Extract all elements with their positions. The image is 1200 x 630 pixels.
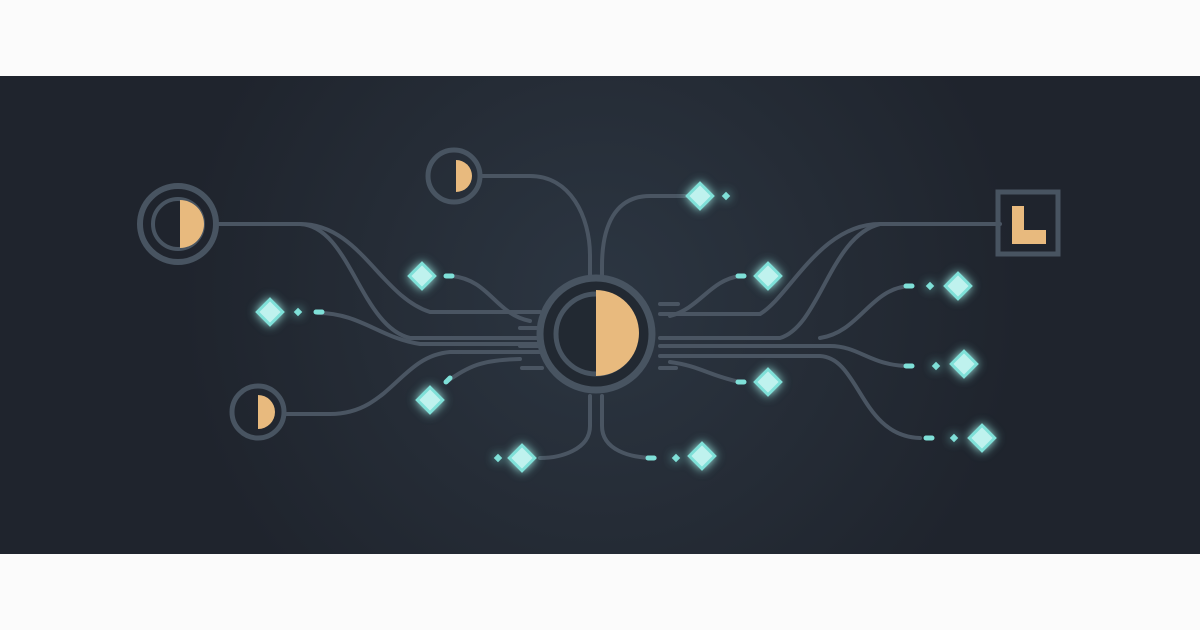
led-diamond — [753, 261, 783, 291]
led-diamond — [943, 271, 973, 301]
half-circle-icon — [258, 395, 275, 429]
trace-bottom-left — [538, 394, 592, 460]
half-circle-icon — [456, 160, 472, 192]
trace-right-2 — [818, 284, 912, 340]
led-diamond — [685, 181, 715, 211]
led-diamond — [507, 443, 537, 473]
led-diamond — [687, 441, 717, 471]
led-diamond — [493, 453, 503, 463]
trace-right-3 — [658, 344, 912, 368]
trace-right-1 — [668, 274, 742, 318]
led-diamond — [407, 261, 437, 291]
right-node-square — [995, 189, 1061, 257]
trace-top-right — [600, 194, 702, 292]
led-diamond — [949, 349, 979, 379]
trace-left-mid-1 — [316, 311, 542, 346]
trace-left-mid-2 — [450, 274, 532, 323]
trace-right-top-b — [658, 222, 882, 340]
circuit-banner — [0, 76, 1200, 554]
trace-right-top — [658, 222, 1002, 316]
led-dashes — [313, 273, 935, 461]
trace-right-5 — [668, 360, 742, 384]
trace-left-bottom — [282, 350, 542, 416]
trace-top-left — [480, 174, 592, 292]
trace-right-4 — [658, 354, 922, 440]
left-node-large — [137, 183, 219, 265]
led-diamond — [293, 307, 303, 317]
led-diamond — [415, 385, 445, 415]
half-circle-icon — [180, 200, 204, 248]
left-node-bottom — [229, 383, 287, 441]
corner-square-icon — [1012, 206, 1046, 244]
circuit-diagram — [0, 76, 1200, 554]
led-diamond — [753, 367, 783, 397]
half-circle-chip-icon — [596, 290, 639, 376]
led-diamond — [255, 297, 285, 327]
trace-left-top-b — [298, 222, 542, 340]
central-node — [536, 274, 656, 394]
top-node-small — [425, 147, 483, 205]
led-diamond — [967, 423, 997, 453]
